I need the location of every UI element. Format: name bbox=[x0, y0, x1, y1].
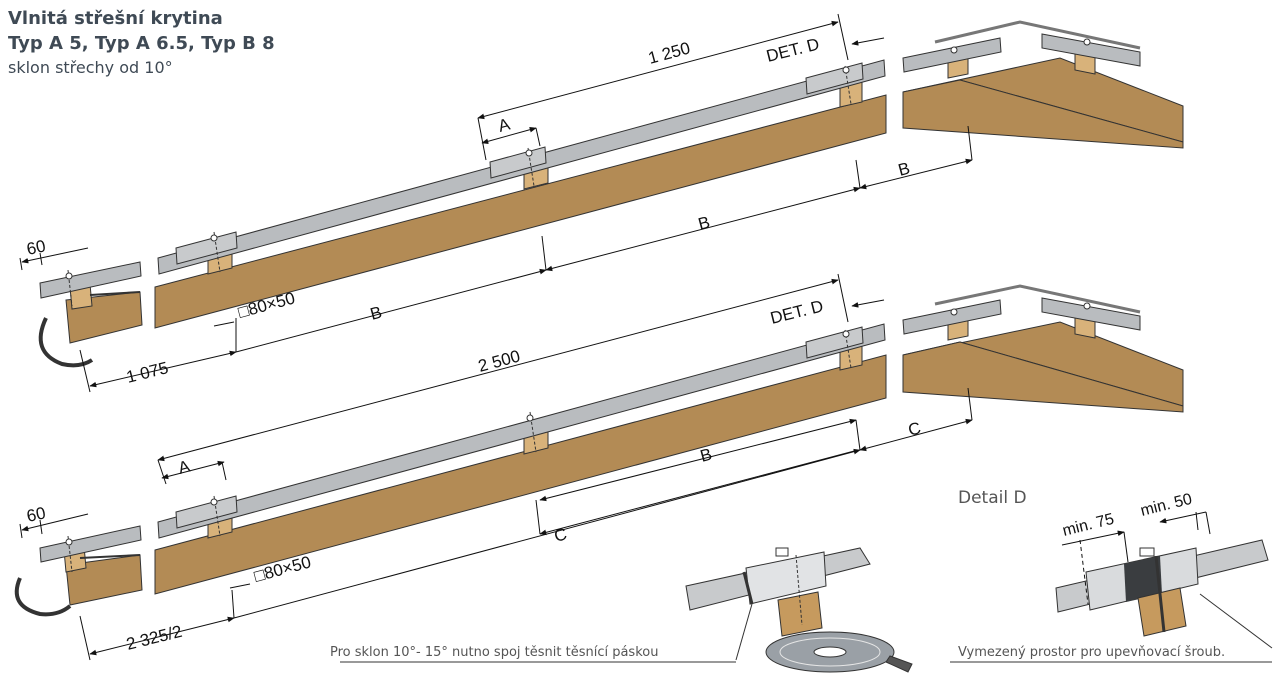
gutter-top bbox=[38, 317, 94, 368]
eave-screw-top bbox=[65, 272, 73, 280]
ridge-sheet-top-r bbox=[1041, 33, 1141, 67]
tape-detail bbox=[340, 547, 913, 673]
dim-b2-top: B bbox=[696, 213, 712, 234]
dim-eave-top: 1 075 bbox=[124, 358, 170, 387]
dim-c2-bottom: C bbox=[906, 418, 923, 440]
det-label-bottom: DET. D bbox=[768, 296, 825, 327]
title-line-1: Vlnitá střešní krytina bbox=[8, 8, 223, 29]
title-line-3: sklon střechy od 10° bbox=[8, 58, 173, 77]
main-rafter-top bbox=[154, 94, 887, 329]
dim-overhang-bottom: 60 bbox=[25, 503, 47, 526]
detail-d: min. 75 min. 50 bbox=[950, 491, 1273, 663]
title-block: Vlnitá střešní krytina Typ A 5, Typ A 6.… bbox=[8, 6, 275, 80]
dim-overhang-top: 60 bbox=[25, 236, 47, 259]
dim-b-bottom: B bbox=[698, 445, 714, 466]
dim-min50: min. 50 bbox=[1139, 491, 1194, 520]
detail-d-title: Detail D bbox=[958, 488, 1027, 508]
title-line-2: Typ A 5, Typ A 6.5, Typ B 8 bbox=[8, 33, 275, 54]
dim-sheet-bottom: 2 500 bbox=[476, 346, 522, 375]
tape-note: Pro sklon 10°- 15° nutno spoj těsnit těs… bbox=[330, 645, 659, 660]
ridge-cap-top bbox=[934, 20, 1141, 50]
screw-top-3 bbox=[842, 66, 850, 74]
tape-batten bbox=[777, 591, 823, 637]
dim-a-top: A bbox=[496, 114, 513, 135]
eave-sheet-bottom bbox=[39, 525, 142, 563]
dim-a-bottom: A bbox=[176, 456, 193, 477]
bottom-diagram: 60 2 325/2 C B C A 2 500 DET. D □80×50 bbox=[14, 273, 1184, 661]
screw-note: Vymezený prostor pro upevňovací šroub. bbox=[958, 645, 1226, 660]
screw-top-1 bbox=[210, 234, 218, 242]
dim-eave-bottom: 2 325/2 bbox=[124, 622, 184, 654]
ridge-sheet-top-l bbox=[902, 37, 1002, 73]
dim-b1-top: B bbox=[368, 303, 384, 324]
main-rafter-bottom bbox=[154, 354, 887, 595]
ridge-sheet-bottom-l bbox=[902, 299, 1002, 335]
screw-top-2 bbox=[525, 149, 533, 157]
ridge-sheet-bottom-r bbox=[1041, 297, 1141, 331]
ridge-cap-bottom bbox=[934, 284, 1141, 314]
eave-sheet-top bbox=[39, 261, 142, 299]
gutter-bottom bbox=[14, 577, 72, 617]
dim-sheet-top: 1 250 bbox=[646, 38, 692, 67]
dim-c1-bottom: C bbox=[552, 524, 569, 546]
detail-tape-zone bbox=[1124, 556, 1162, 602]
ridge-rafter-top-lower bbox=[902, 79, 1184, 149]
dim-b3-top: B bbox=[896, 159, 912, 180]
